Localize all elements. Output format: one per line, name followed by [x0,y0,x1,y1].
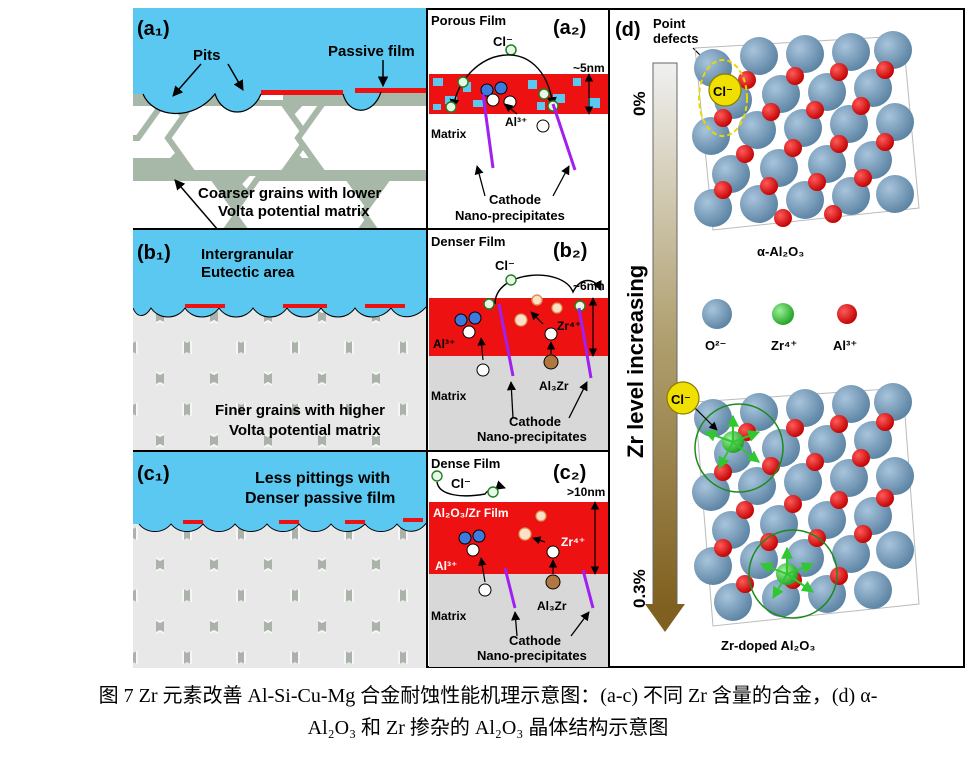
caption-line2: Al₂O₃ 和 Zr 掺杂的 Al₂O₃ 晶体结构示意图 [307,717,669,739]
panel-b1: (b₁) Intergranular Eutectic area Finer g… [133,230,427,450]
c1-note-line2: Denser passive film [245,490,395,507]
a2-nano-label: Nano-precipitates [455,208,565,223]
b2-zr-label: Zr⁴⁺ [557,319,581,333]
passive-film-label: Passive film [328,43,415,60]
eutectic-line1: Intergranular [201,246,294,263]
pits-label: Pits [193,47,221,64]
panel-a2: Porous Film (a₂) Cl⁻ ~5nm Matrix Al³⁺ Ca… [429,10,608,227]
b1-note-line2: Volta potential matrix [229,422,381,439]
c2-al-label: Al³⁺ [435,559,457,573]
a2-al-label: Al³⁺ [505,115,527,129]
b2-al-label: Al³⁺ [433,337,455,351]
b2-cathode-label: Cathode [509,414,561,429]
c2-zr-label: Zr⁴⁺ [561,535,585,549]
a2-cl-label: Cl⁻ [493,34,513,49]
c2-matrix-label: Matrix [431,609,467,623]
panel-tag-c2: (c₂) [553,462,586,484]
b2-thickness: ~6nm [573,279,605,293]
a2-matrix-label: Matrix [431,127,467,141]
b1-note-line1: Finer grains with higher [215,402,385,419]
panel-tag-a1: (a₁) [137,18,170,40]
legend-zirconium-label: Zr⁴⁺ [771,338,797,353]
a1-note-line1: Coarser grains with lower [198,185,382,202]
panel-tag-b2: (b₂) [553,240,587,262]
crystal2-label: Zr-doped Al₂O₃ [721,638,815,653]
panel-tag-a2: (a₂) [553,17,586,39]
a2-thickness: ~5nm [573,61,605,75]
b2-film-label: Denser Film [431,234,505,249]
top-percent: 0% [630,91,649,116]
panel-b2: Denser Film (b₂) Cl⁻ ~6nm Al³⁺ Zr⁴⁺ Al₃Z… [429,234,608,450]
panel-c2: Dense Film (c₂) Cl⁻ >10nm Al₂O₃/Zr Film … [429,456,608,667]
zr-doped-alumina-crystal: Cl⁻ [666,381,920,627]
c2-film-label: Dense Film [431,456,500,471]
legend-aluminium-label: Al³⁺ [833,338,857,353]
a2-cathode-label: Cathode [489,192,541,207]
a1-note-line2: Volta potential matrix [218,203,370,220]
panel-d: (d) Point defects 0% 0.3% Zr level incre… [615,16,920,653]
b2-nano-label: Nano-precipitates [477,429,587,444]
point-defects-line2: defects [653,31,699,46]
oxygen-legend-swatch [702,299,732,329]
c2-thickness: >10nm [567,485,605,499]
a2-film-label: Porous Film [431,13,506,28]
zirconium-legend-swatch [772,303,794,325]
eutectic-line2: Eutectic area [201,264,295,281]
point-defects-line1: Point [653,16,686,31]
zr-level-label: Zr level increasing [623,265,648,458]
c2-cathode-label: Cathode [509,633,561,648]
c2-al3zr-label: Al₃Zr [537,599,567,613]
figure-caption: 图 7 Zr 元素改善 Al-Si-Cu-Mg 合金耐蚀性能机理示意图：(a-c… [0,680,976,744]
panel-tag-c1: (c₁) [137,463,170,485]
caption-line1: 图 7 Zr 元素改善 Al-Si-Cu-Mg 合金耐蚀性能机理示意图：(a-c… [98,685,878,707]
c2-alumina-film-label: Al₂O₃/Zr Film [433,506,509,520]
legend-oxygen-label: O²⁻ [705,338,726,353]
panel-a1: (a₁) Pits Passive film Coarser grains wi… [133,8,427,228]
b2-matrix-label: Matrix [431,389,467,403]
alpha-alumina-crystal: Cl⁻ [692,31,920,231]
atom-legend: O²⁻ Zr⁴⁺ Al³⁺ [702,299,857,353]
zr-corrosion-figure: (a₁) Pits Passive film Coarser grains wi… [133,8,965,668]
b2-al3zr-label: Al₃Zr [539,379,569,393]
b2-cl-label: Cl⁻ [495,258,515,273]
bottom-percent: 0.3% [630,569,649,608]
c2-nano-label: Nano-precipitates [477,648,587,663]
c2-cl-label: Cl⁻ [451,476,471,491]
crystal1-label: α-Al₂O₃ [757,244,804,259]
panel-tag-b1: (b₁) [137,242,171,264]
d-cl-bottom: Cl⁻ [671,392,691,407]
panel-c1: (c₁) Less pittings with Denser passive f… [133,452,427,668]
aluminium-legend-swatch [837,304,857,324]
c1-note-line1: Less pittings with [255,470,390,487]
panel-tag-d: (d) [615,19,641,41]
d-cl-top: Cl⁻ [713,84,733,99]
